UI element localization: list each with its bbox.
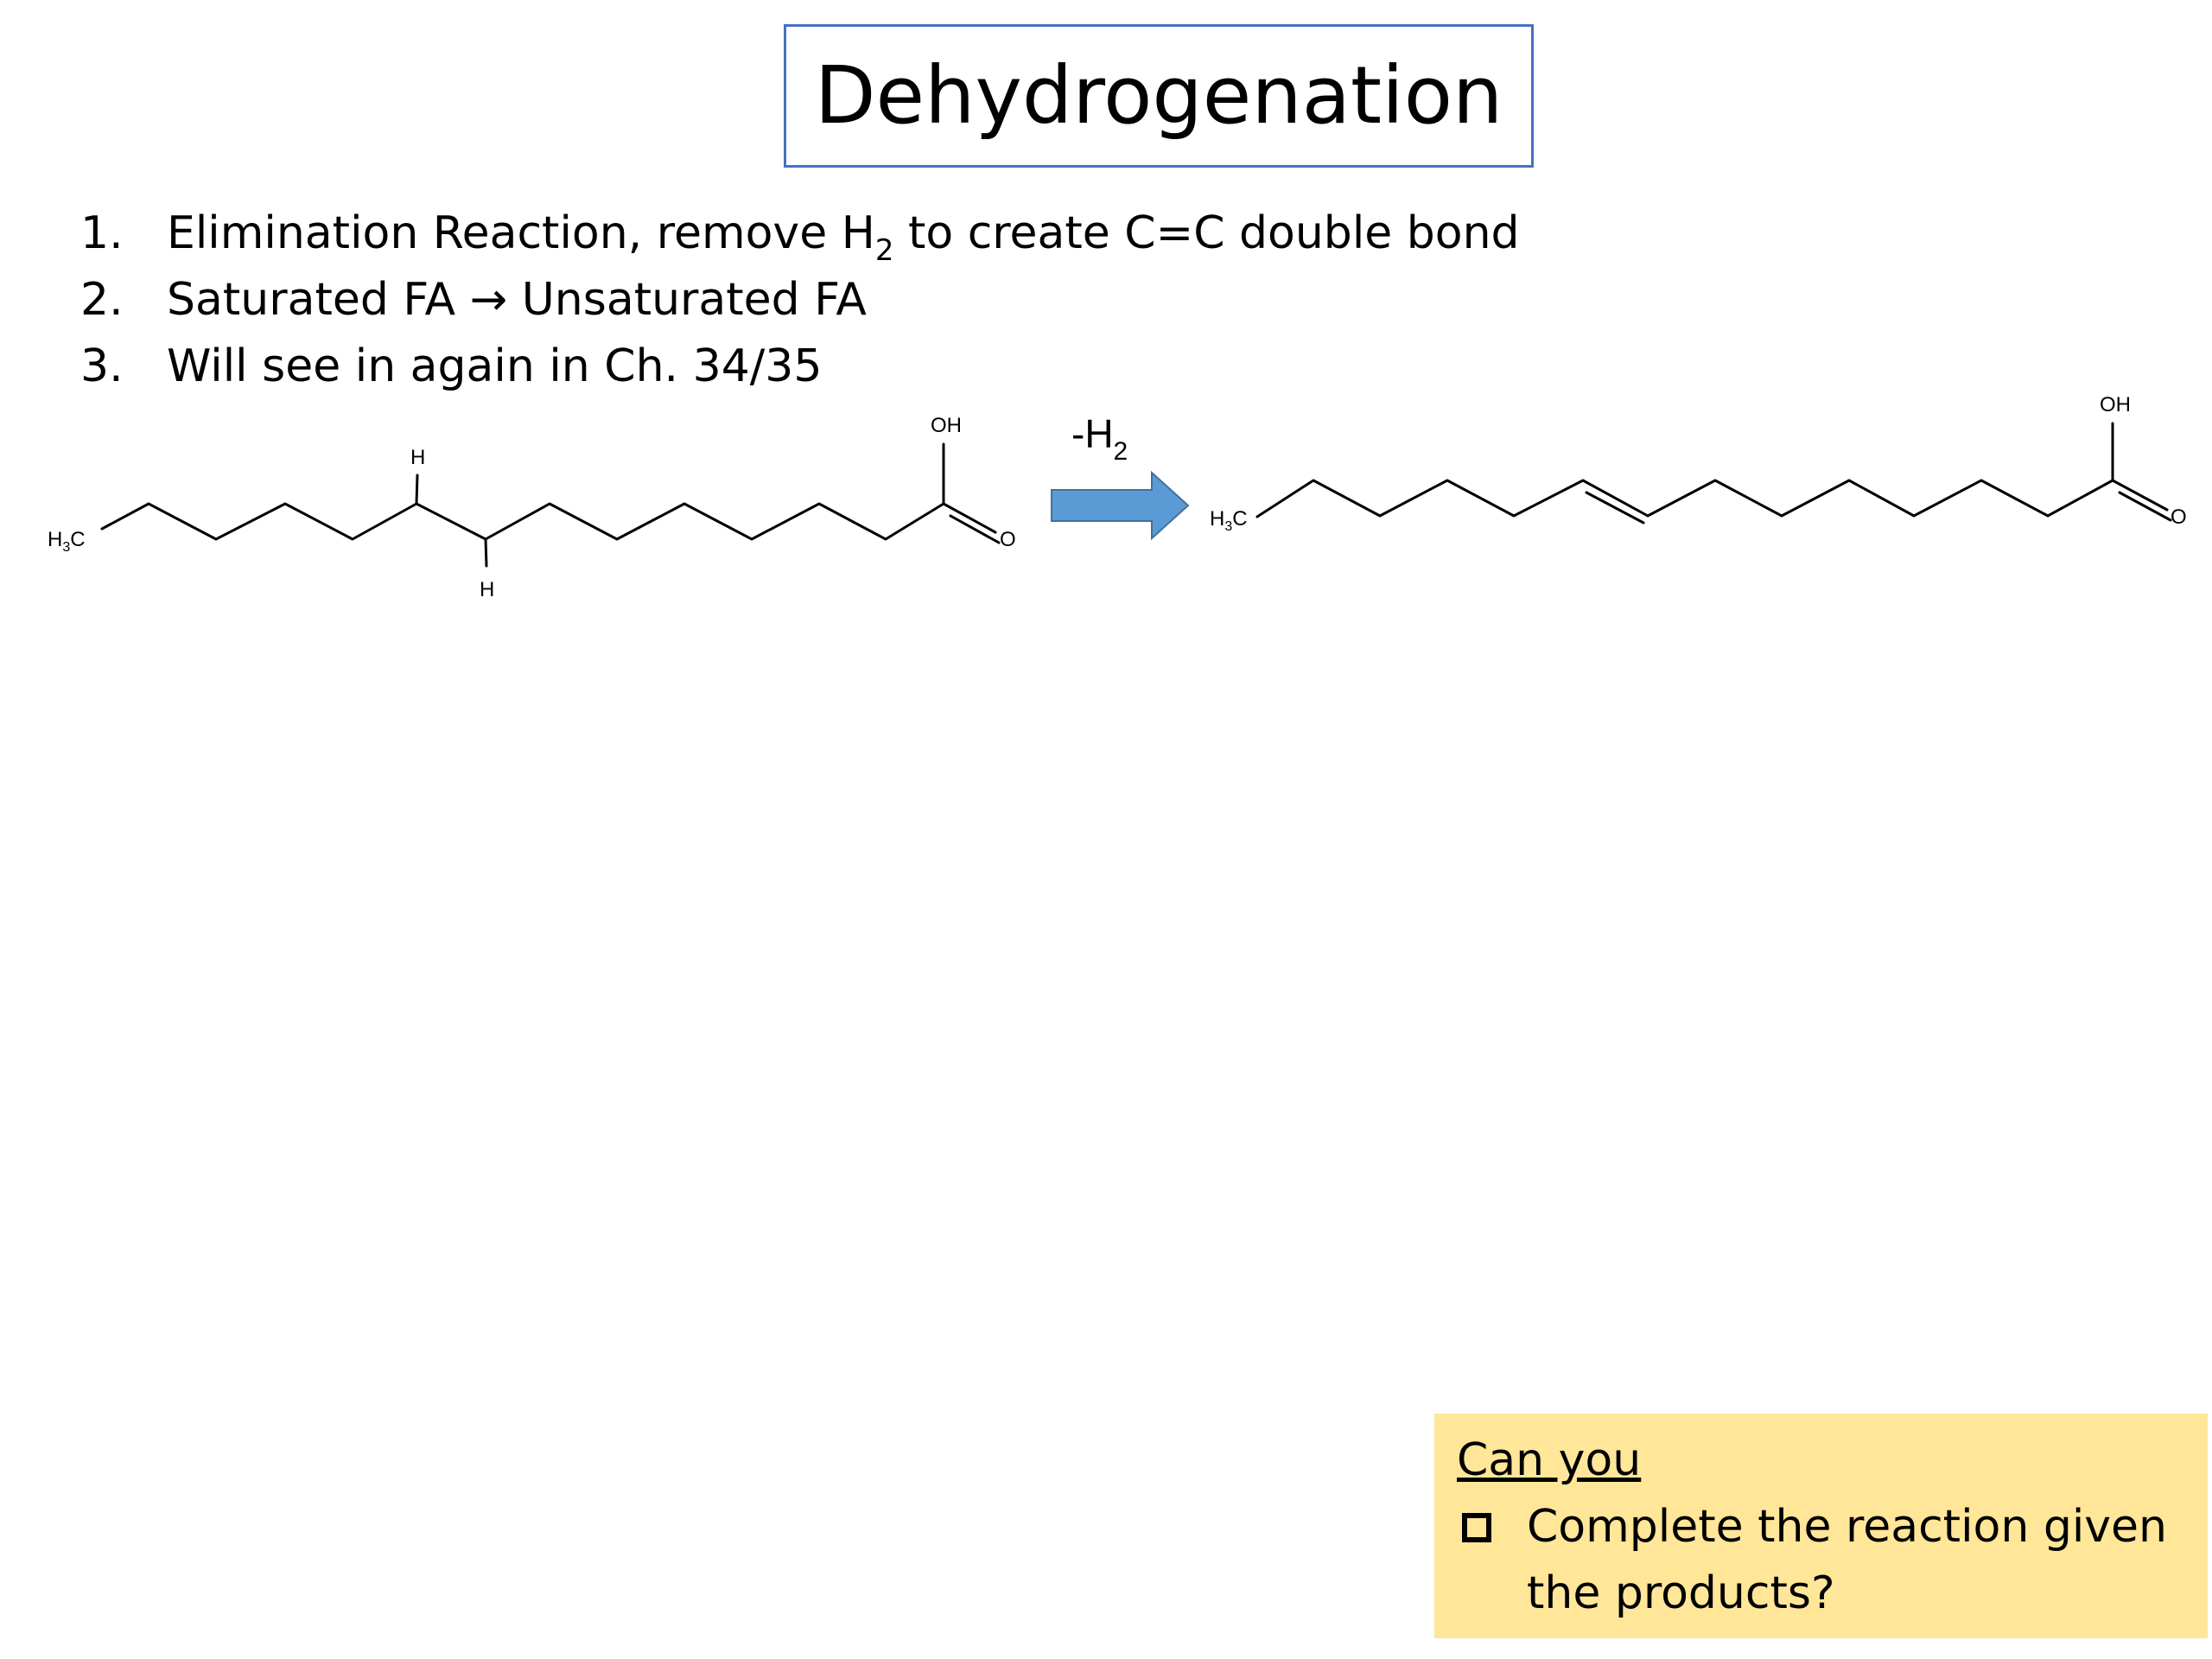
checkbox-icon — [1462, 1513, 1491, 1542]
list-item-2: 2. Saturated FA → Unsaturated FA — [80, 267, 1520, 334]
reactant-oh-label: OH — [931, 414, 962, 437]
title-box: Dehydrogenation — [784, 24, 1534, 168]
reactant-carbon-chain — [100, 502, 945, 541]
list-number: 3. — [80, 340, 124, 392]
list-number: 1. — [80, 207, 124, 259]
product-carbon-chain — [1255, 479, 2114, 518]
slide-title: Dehydrogenation — [814, 49, 1503, 142]
product-molecule — [1255, 422, 2172, 524]
reactant-molecule — [100, 442, 1001, 568]
reaction-arrow — [1051, 470, 1190, 541]
reactant-h-top-label: H — [410, 446, 425, 469]
arrow-label: -H2 — [1071, 411, 1128, 466]
reactant-h-bottom-label: H — [480, 578, 494, 601]
product-carbonyl-bond-2 — [2118, 491, 2172, 522]
reactant-o-label: O — [1000, 528, 1016, 551]
callout-box: Can you Complete the reaction given the … — [1434, 1414, 2208, 1638]
callout-heading: Can you — [1457, 1434, 1642, 1486]
product-o-label: O — [2171, 505, 2187, 529]
list-item-3: 3. Will see in again in Ch. 34/35 — [80, 334, 1520, 400]
product-double-bond-line — [1585, 491, 1645, 524]
list-text: Saturated FA → Unsaturated FA — [167, 274, 867, 326]
callout-item: Complete the reaction given the products… — [1457, 1494, 2208, 1627]
callout-text: Complete the reaction given the products… — [1527, 1501, 2167, 1619]
product-labels: H3C OH O — [1210, 393, 2187, 534]
numbered-list: 1. Elimination Reaction, remove H2 to cr… — [80, 200, 1520, 400]
reactant-h-bond-top — [415, 474, 419, 505]
list-number: 2. — [80, 274, 124, 326]
product-carbonyl-bond-1 — [2111, 479, 2169, 512]
reactant-labels: H3C H H OH O — [48, 414, 1016, 601]
product-methyl-label: H3C — [1210, 507, 1248, 534]
list-text-part: Elimination Reaction, remove H — [167, 207, 875, 259]
list-text: Will see in again in Ch. 34/35 — [167, 340, 823, 392]
list-text: Elimination Reaction, remove H2 to creat… — [167, 200, 1520, 267]
subscript: 2 — [874, 233, 894, 268]
list-item-1: 1. Elimination Reaction, remove H2 to cr… — [80, 200, 1520, 267]
reactant-carbonyl-bond-2 — [949, 514, 1001, 544]
reactant-carbonyl-bond-1 — [942, 502, 997, 534]
product-oh-label: OH — [2100, 393, 2131, 416]
list-text-part: to create C=C double bond — [893, 207, 1520, 259]
reactant-methyl-label: H3C — [48, 528, 86, 555]
